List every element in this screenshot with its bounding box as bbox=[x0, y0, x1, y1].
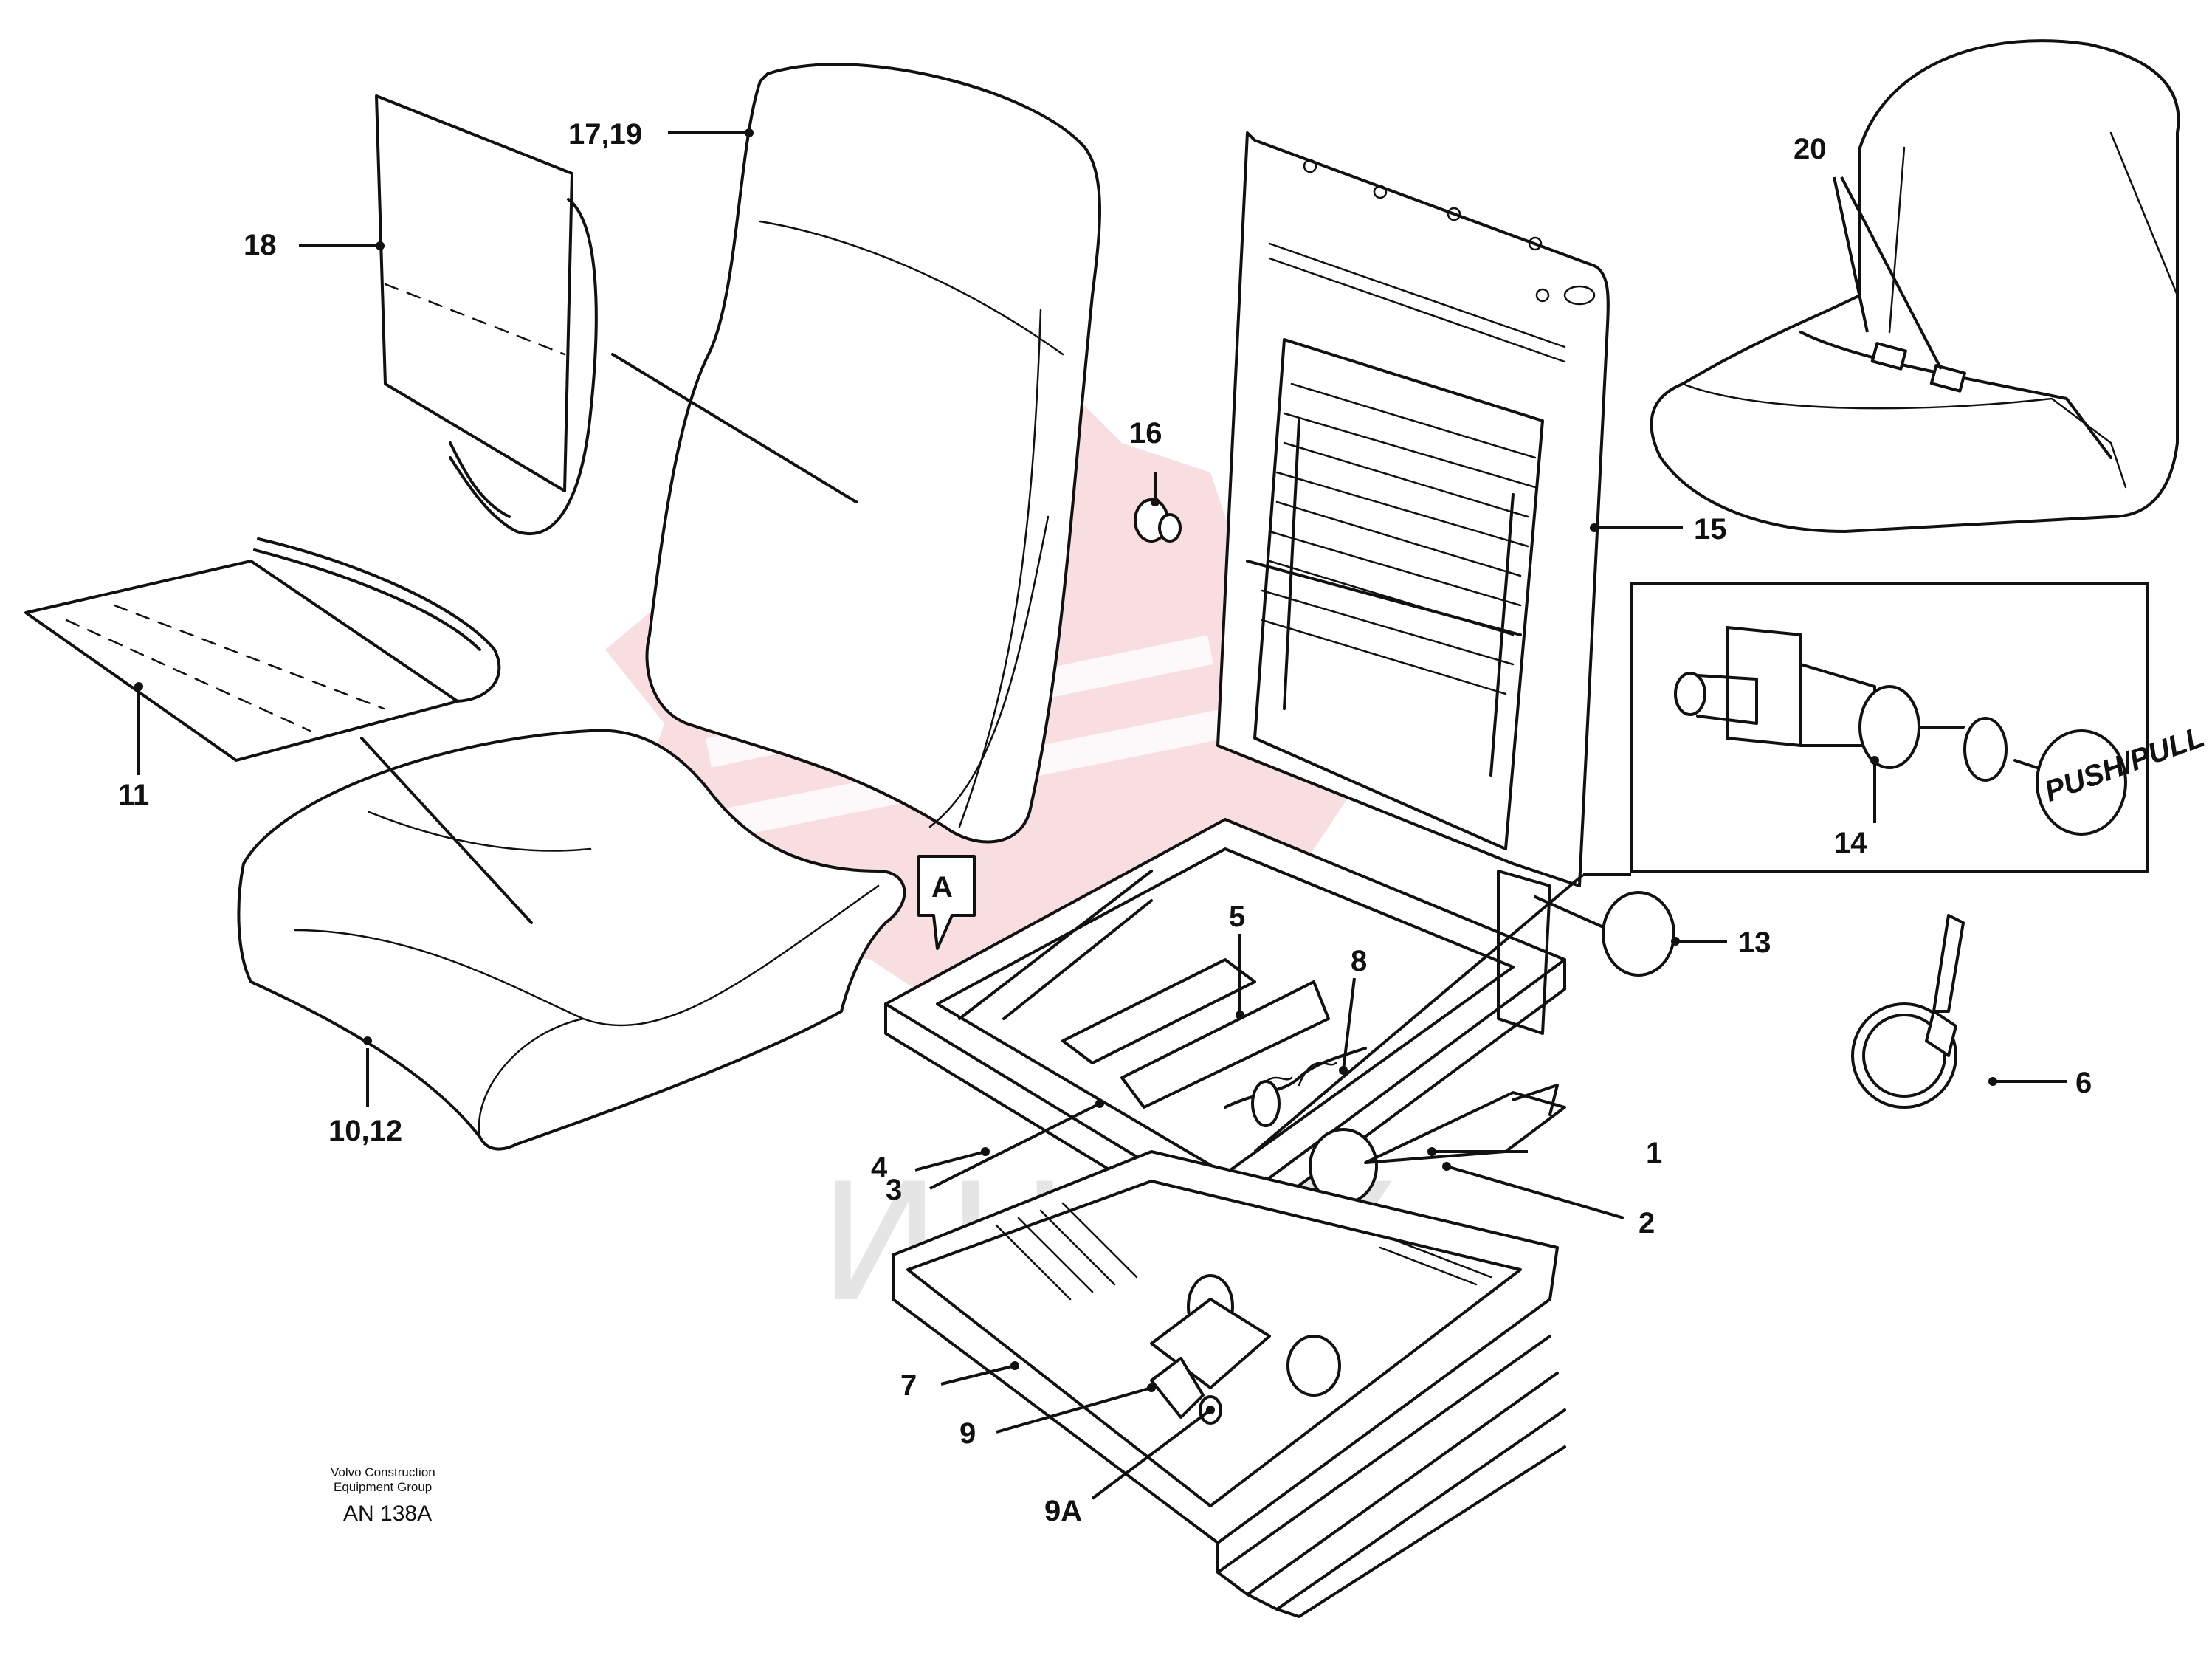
suspension-base bbox=[892, 1150, 1566, 1618]
seat-heater-pad bbox=[24, 537, 501, 762]
backrest-frame bbox=[1216, 131, 1610, 887]
detail-box-14: PUSH/PULL bbox=[1630, 582, 2209, 873]
callout-8: 8 bbox=[1351, 945, 1367, 977]
callout-10-12: 10,12 bbox=[328, 1115, 402, 1147]
callout-9: 9 bbox=[959, 1417, 976, 1450]
callout-7: 7 bbox=[900, 1369, 917, 1402]
height-lever bbox=[1309, 1084, 1566, 1205]
callout-11: 11 bbox=[118, 779, 149, 811]
backrest-heater-pad bbox=[375, 94, 598, 535]
document-id: AN 138A bbox=[343, 1501, 432, 1526]
cable-tie bbox=[1851, 914, 1965, 1109]
callout-16: 16 bbox=[1129, 417, 1162, 450]
reference-seat-with-belt bbox=[1650, 39, 2180, 533]
callout-18: 18 bbox=[244, 229, 277, 261]
callout-1: 1 bbox=[1646, 1137, 1662, 1169]
detail-a-flag: A bbox=[917, 855, 976, 950]
adjustment-knob bbox=[1534, 891, 1675, 977]
backrest-cushion bbox=[611, 63, 1101, 844]
callout-2: 2 bbox=[1639, 1207, 1655, 1239]
credit-line-2: Equipment Group bbox=[334, 1480, 432, 1494]
callout-4: 4 bbox=[871, 1152, 888, 1184]
callout-3: 3 bbox=[886, 1174, 902, 1206]
backrest-knob bbox=[1134, 498, 1182, 543]
leader-lines bbox=[134, 128, 2067, 1500]
callout-6: 6 bbox=[2075, 1067, 2092, 1099]
callout-5: 5 bbox=[1229, 901, 1245, 933]
credit-line-1: Volvo Construction bbox=[331, 1465, 435, 1479]
seat-frame bbox=[884, 818, 1566, 1242]
callout-labels: 1 2 3 4 5 6 7 8 9 9A 10,12 11 13 14 15 1… bbox=[118, 118, 2092, 1527]
callout-13: 13 bbox=[1738, 926, 1771, 959]
callout-15: 15 bbox=[1694, 513, 1727, 546]
seat-cushion bbox=[237, 729, 906, 1151]
publisher-credit: Volvo Construction Equipment Group AN 13… bbox=[331, 1465, 435, 1526]
detail-a-label: A bbox=[931, 871, 953, 904]
callout-14: 14 bbox=[1834, 827, 1867, 859]
callout-20: 20 bbox=[1794, 133, 1827, 165]
callout-17-19: 17,19 bbox=[568, 118, 642, 151]
callout-9a: 9A bbox=[1044, 1495, 1082, 1527]
